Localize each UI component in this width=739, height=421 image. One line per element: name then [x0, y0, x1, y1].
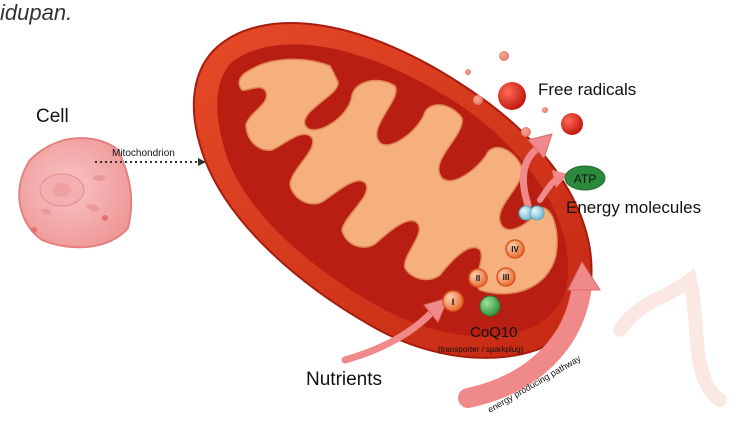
atp-badge: [564, 165, 606, 191]
complex-iii-label: III: [503, 273, 510, 282]
energy-molecules-label: Energy molecules: [566, 198, 701, 217]
radical-dot: [499, 51, 509, 61]
complex-ii: II: [468, 268, 488, 288]
background-swoosh: [613, 267, 727, 407]
radical-dot: [473, 95, 483, 105]
cell-organelle: [40, 208, 52, 215]
free-radical-large: [498, 82, 526, 110]
complex-iii: III: [496, 267, 516, 287]
pathway-arrow-shaft: [458, 275, 592, 408]
cell-illustration: [18, 137, 133, 249]
pathway-arrow-head: [567, 260, 601, 291]
atp-arrow-head: [552, 170, 568, 188]
radical-dot: [465, 69, 471, 75]
free-radicals-label: Free radicals: [538, 80, 636, 99]
dotted-arrow-head: [198, 158, 206, 166]
free-radical-medium: [561, 113, 583, 135]
cell-organelle: [92, 175, 106, 181]
cell-mitochondrion-dot: [102, 215, 108, 221]
coq10-sublabel: (transporter / sparkplug): [438, 345, 524, 354]
complex-i-label: I: [452, 297, 455, 307]
complex-iv-label: IV: [511, 245, 519, 254]
cell-organelle: [86, 204, 100, 212]
radical-dot: [542, 107, 548, 113]
radicals-arrow-shaft: [519, 144, 542, 209]
complex-i: I: [442, 290, 464, 312]
nutrients-label: Nutrients: [306, 369, 382, 390]
cell-mitochondrion-dot: [31, 227, 37, 233]
complex-iv: IV: [505, 239, 525, 259]
radicals-arrow-head: [527, 133, 553, 159]
coq10-molecule: [479, 295, 501, 317]
complex-ii-label: II: [476, 274, 480, 283]
molecule-dot: [529, 205, 545, 221]
matrix-cristae: [238, 58, 558, 295]
coq10-label: CoQ10: [470, 324, 518, 341]
nutrients-arrow-head: [423, 297, 449, 323]
cell-nucleolus: [53, 183, 71, 197]
mitochondrion: [192, 22, 593, 359]
mitochondrion-label: Mitochondrion: [112, 148, 175, 159]
radical-dot: [521, 127, 531, 137]
top-text-fragment: idupan.: [0, 0, 73, 25]
atp-label: ATP: [574, 172, 596, 186]
nutrients-arrow-shaft: [341, 308, 436, 364]
cell-label: Cell: [36, 106, 69, 127]
